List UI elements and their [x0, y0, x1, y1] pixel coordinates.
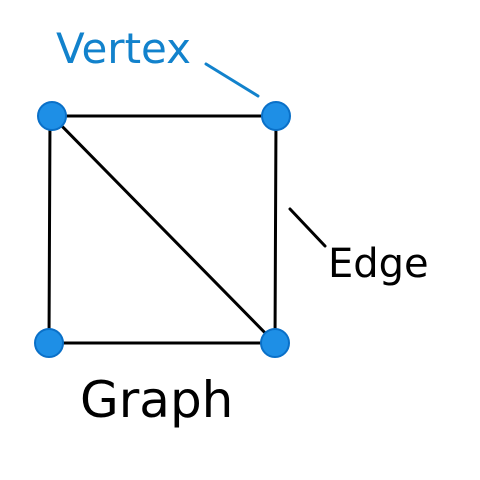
edge-left	[47, 114, 52, 345]
vertex-bottom-right	[260, 328, 290, 358]
edge-label: Edge	[328, 241, 429, 287]
vertex-top-left	[37, 101, 67, 131]
graph-label: Graph	[80, 371, 233, 429]
edge-callout-line	[288, 207, 327, 248]
vertex-top-right	[261, 101, 291, 131]
edge-right	[273, 114, 278, 345]
vertex-callout-line	[204, 62, 260, 98]
vertex-label: Vertex	[56, 24, 191, 73]
edge-diagonal	[50, 114, 277, 345]
vertex-bottom-left	[34, 328, 64, 358]
